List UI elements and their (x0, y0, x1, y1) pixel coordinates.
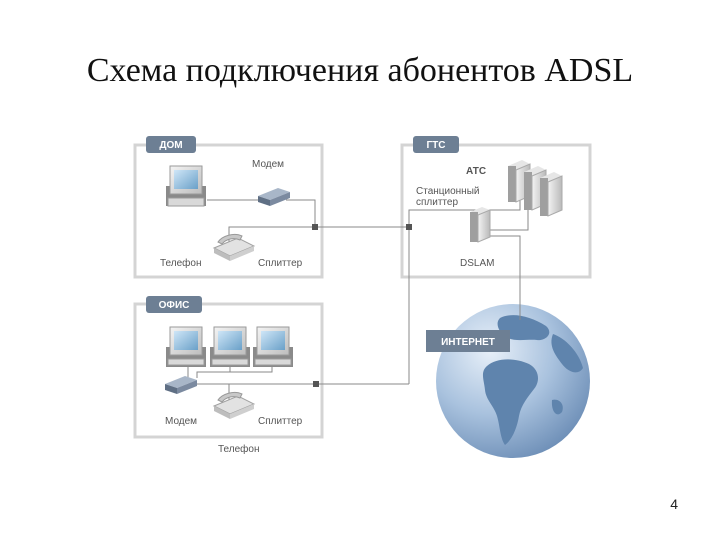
page-number: 4 (670, 496, 678, 512)
computer-icon (166, 326, 206, 367)
computer-icon (166, 165, 206, 207)
office-tag (146, 296, 202, 313)
modem-icon (165, 376, 197, 394)
splitter-to-ats-line (408, 197, 521, 227)
home-splitter-node (312, 224, 318, 230)
asia-shape (551, 334, 583, 373)
island-shape (551, 399, 563, 415)
home-phone-label: Телефон (160, 257, 201, 269)
server-icon (470, 207, 491, 243)
server-icon (540, 172, 563, 217)
slide-title: Схема подключения абонентов ADSL (86, 52, 634, 89)
home-modem-line (286, 199, 316, 227)
home-tag (146, 136, 196, 153)
computer-icon (253, 326, 293, 367)
station-splitter-label-line2: сплиттер (416, 197, 458, 208)
connection-lines (187, 197, 529, 400)
gts-tag (413, 136, 459, 153)
telephone-icon (212, 391, 256, 419)
office-splitter-node (313, 381, 319, 387)
office-tag-label: ОФИС (159, 300, 190, 311)
office-splitter-label: Сплиттер (258, 416, 303, 427)
office-pc-line-3 (230, 365, 273, 373)
station-splitter-node (406, 224, 412, 230)
computer-icon (210, 326, 250, 367)
dslam-to-internet-line (490, 235, 521, 320)
home-splitter-label: Сплиттер (258, 258, 303, 269)
gts-tag-label: ГТС (427, 140, 446, 151)
modem-icon (258, 188, 290, 206)
internet-tag-label: ИНТЕРНЕТ (441, 337, 495, 348)
ats-label: АТС (466, 166, 486, 177)
dslam-to-ats-line (490, 210, 529, 231)
home-tag-label: ДОМ (159, 140, 182, 151)
africa-shape (482, 359, 539, 445)
home-modem-label: Модем (252, 159, 284, 170)
office-pc-line-2 (196, 365, 231, 378)
office-phone-label: Телефон (218, 443, 259, 455)
europe-shape (497, 315, 550, 341)
dslam-label: DSLAM (460, 258, 494, 269)
station-splitter-label-line1: Станционный (416, 186, 479, 197)
globe-icon (436, 304, 590, 458)
telephone-icon (212, 233, 256, 261)
office-modem-label: Модем (165, 416, 197, 427)
internet-tag: ИНТЕРНЕТ (426, 330, 510, 352)
